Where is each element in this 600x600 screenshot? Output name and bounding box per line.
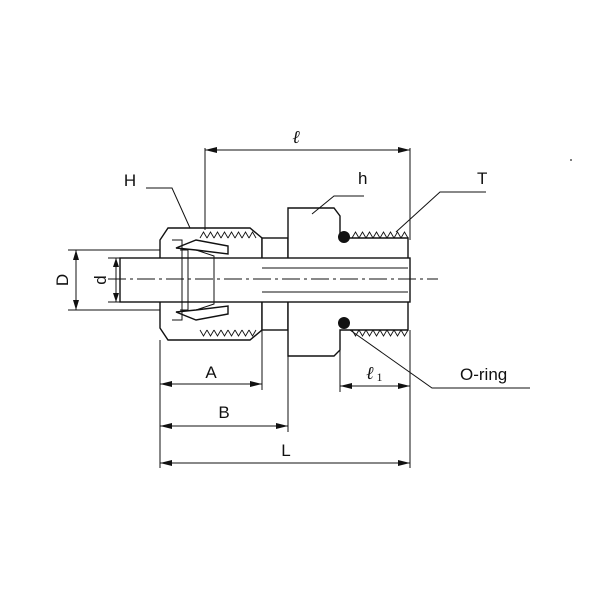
ferrule [175, 239, 229, 321]
dim-ell: ℓ [204, 127, 411, 240]
threads [199, 231, 409, 337]
label-d-upper: D [53, 274, 72, 286]
label-b: B [218, 403, 229, 422]
dim-a: A [159, 330, 263, 468]
leader-h-lower: h [311, 169, 367, 215]
label-ell: ℓ [292, 127, 300, 147]
leader-h-upper: H [124, 171, 191, 229]
label-ell1-main: ℓ [366, 363, 374, 383]
nut-thread-top [199, 231, 257, 239]
tube [119, 257, 411, 303]
label-l: L [281, 441, 290, 460]
leader-t: T [395, 169, 487, 233]
o-ring-top [338, 231, 350, 243]
dim-l: L [160, 330, 411, 468]
body-thread-top [351, 231, 409, 239]
nut-thread-bottom [199, 329, 257, 337]
dim-b: B [160, 356, 289, 432]
label-a: A [205, 363, 217, 382]
label-d-lower: d [91, 275, 110, 284]
label-h-upper: H [124, 171, 136, 190]
label-oring: O-ring [460, 365, 507, 384]
o-ring-bottom [338, 317, 350, 329]
label-t: T [477, 169, 487, 188]
leader-oring: O-ring [349, 329, 530, 389]
label-ell1-sub: 1 [377, 370, 383, 384]
dim-d-upper: D [53, 249, 160, 311]
fitting-body [119, 207, 411, 357]
stray-mark [570, 159, 572, 161]
body-thread-bottom [351, 329, 409, 337]
label-h-lower: h [358, 169, 367, 188]
dim-d-lower: d [91, 257, 160, 303]
